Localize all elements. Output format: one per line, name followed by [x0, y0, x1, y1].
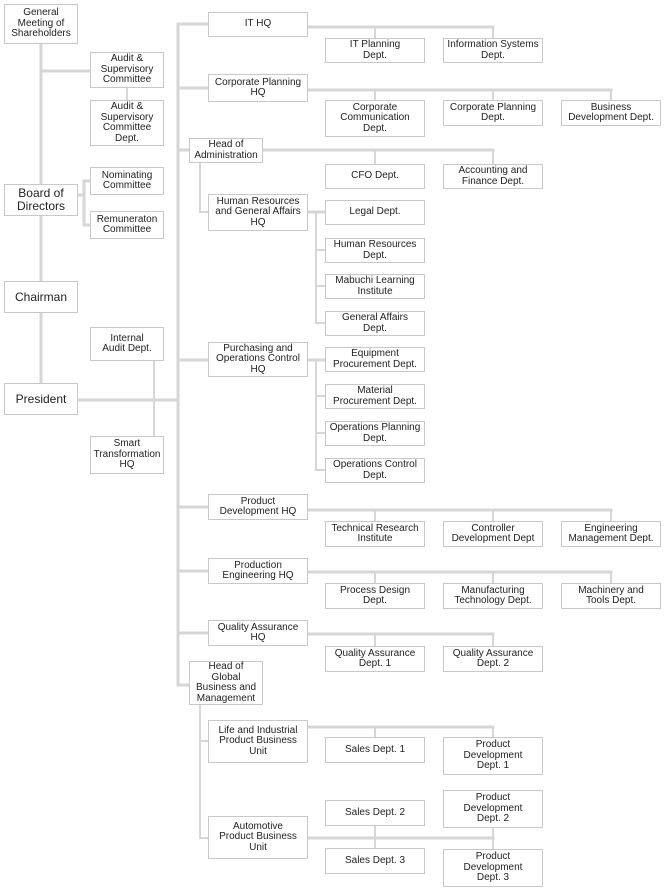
operations-control-dept-box: Operations Control Dept. — [325, 458, 425, 483]
human-resources-dept-box: Human Resources Dept. — [325, 238, 425, 263]
president-box: President — [4, 383, 78, 415]
quality-assurance-hq-box: Quality Assurance HQ — [208, 620, 308, 646]
quality-assurance-dept-1-box: Quality Assurance Dept. 1 — [325, 646, 425, 672]
process-design-dept-box: Process Design Dept. — [325, 583, 425, 609]
sales-dept-2-box: Sales Dept. 2 — [325, 800, 425, 826]
material-procurement-dept-box: Material Procurement Dept. — [325, 384, 425, 409]
product-development-hq-box: Product Development HQ — [208, 494, 308, 520]
chairman-box: Chairman — [4, 281, 78, 313]
audit-supervisory-committee-dept-box: Audit & Supervisory Committee Dept. — [90, 100, 164, 146]
automotive-business-unit-box: Automotive Product Business Unit — [208, 816, 308, 859]
manufacturing-technology-dept-box: Manufacturing Technology Dept. — [443, 583, 543, 609]
mabuchi-learning-institute-box: Mabuchi Learning Institute — [325, 274, 425, 299]
hr-general-affairs-hq-box: Human Resources and General Affairs HQ — [208, 194, 308, 231]
nominating-committee-box: Nominating Committee — [90, 167, 164, 195]
board-of-directors-box: Board of Directors — [4, 184, 78, 216]
corporate-communication-dept-box: Corporate Communication Dept. — [325, 100, 425, 137]
machinery-tools-dept-box: Machinery and Tools Dept. — [561, 583, 661, 609]
corporate-planning-hq-box: Corporate Planning HQ — [208, 74, 308, 102]
audit-supervisory-committee-box: Audit & Supervisory Committee — [90, 52, 164, 88]
sales-dept-1-box: Sales Dept. 1 — [325, 737, 425, 763]
controller-development-dept-box: Controller Development Dept — [443, 521, 543, 547]
production-engineering-hq-box: Production Engineering HQ — [208, 558, 308, 584]
legal-dept-box: Legal Dept. — [325, 200, 425, 225]
remuneration-committee-box: Remuneraton Committee — [90, 211, 164, 239]
product-development-dept-3-box: Product Development Dept. 3 — [443, 849, 543, 887]
purchasing-operations-control-hq-box: Purchasing and Operations Control HQ — [208, 342, 308, 377]
corporate-planning-dept-box: Corporate Planning Dept. — [443, 100, 543, 126]
accounting-finance-dept-box: Accounting and Finance Dept. — [443, 164, 543, 189]
general-affairs-dept-box: General Affairs Dept. — [325, 311, 425, 336]
smart-transformation-hq-box: Smart Transformation HQ — [90, 436, 164, 474]
product-development-dept-1-box: Product Development Dept. 1 — [443, 737, 543, 775]
life-industrial-business-unit-box: Life and Industrial Product Business Uni… — [208, 720, 308, 763]
sales-dept-3-box: Sales Dept. 3 — [325, 848, 425, 874]
internal-audit-dept-box: Internal Audit Dept. — [90, 327, 164, 361]
it-planning-dept-box: IT Planning Dept. — [325, 38, 425, 63]
cfo-dept-box: CFO Dept. — [325, 164, 425, 189]
technical-research-institute-box: Technical Research Institute — [325, 521, 425, 547]
head-of-administration-box: Head of Administration — [189, 138, 263, 163]
product-development-dept-2-box: Product Development Dept. 2 — [443, 790, 543, 828]
information-systems-dept-box: Information Systems Dept. — [443, 38, 543, 63]
quality-assurance-dept-2-box: Quality Assurance Dept. 2 — [443, 646, 543, 672]
head-of-global-business-box: Head of Global Business and Management — [189, 661, 263, 705]
engineering-management-dept-box: Engineering Management Dept. — [561, 521, 661, 547]
general-meeting-of-shareholders-box: General Meeting of Shareholders — [4, 4, 78, 44]
operations-planning-dept-box: Operations Planning Dept. — [325, 421, 425, 446]
it-hq-box: IT HQ — [208, 12, 308, 37]
equipment-procurement-dept-box: Equipment Procurement Dept. — [325, 347, 425, 372]
business-development-dept-box: Business Development Dept. — [561, 100, 661, 126]
